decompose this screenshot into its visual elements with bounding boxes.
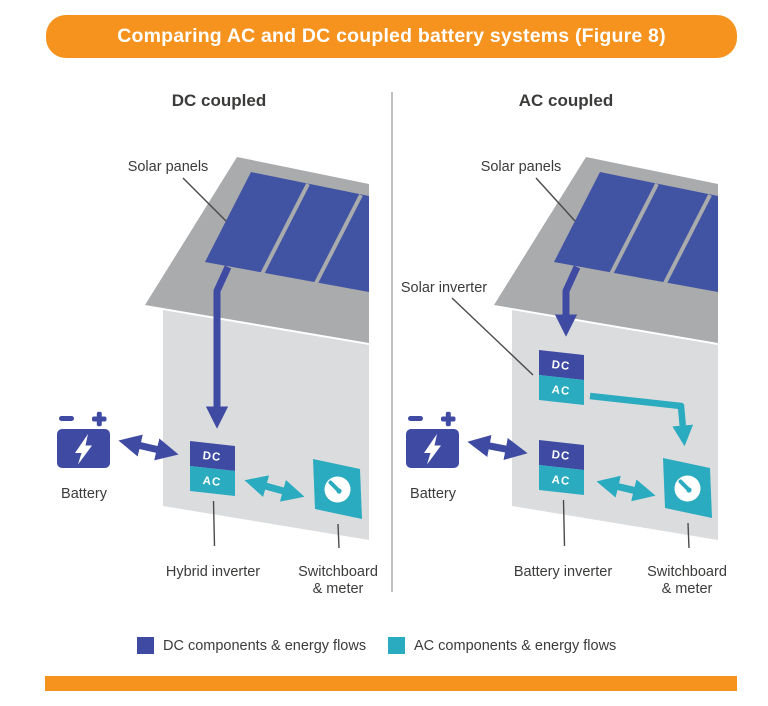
right-switchboard-label-line1: Switchboard	[647, 564, 727, 580]
bottom-accent-bar	[45, 676, 737, 691]
hybrid-inverter-dc-text: DC	[202, 450, 222, 464]
right-switchboard-callout-line	[687, 522, 690, 549]
left-switchboard-icon	[311, 457, 364, 521]
hybrid-inverter-dc-section	[190, 441, 235, 471]
ac-flow-battery-inverter-switchboard-arrow	[596, 475, 656, 502]
left-solar-panels-pointer-line	[182, 177, 227, 222]
right-battery-label: Battery	[410, 486, 457, 502]
battery-inverter-callout-line	[562, 499, 566, 547]
solar-inverter-dc-section	[539, 350, 584, 380]
solar-inverter-pointer-line	[451, 297, 534, 376]
legend-item-dc: DC components & energy flows	[137, 637, 366, 654]
solar-inverter-ac-section	[539, 375, 584, 405]
right-switchboard-icon	[661, 456, 714, 520]
dc-flow-panels-to-inverter-arrow	[205, 265, 232, 429]
right-panel-heading: AC coupled	[519, 91, 613, 110]
left-switchboard-label-line1: Switchboard	[298, 564, 378, 580]
left-switchboard-label-line2: & meter	[313, 581, 364, 597]
hybrid-inverter-ac-section	[190, 466, 235, 496]
right-switchboard-label-line2: & meter	[662, 581, 713, 597]
figure-title: Comparing AC and DC coupled battery syst…	[117, 25, 666, 47]
legend-dc-label: DC components & energy flows	[163, 637, 367, 654]
right-solar-panels-pointer-line	[535, 177, 576, 222]
battery-inverter-ac-section	[539, 465, 584, 495]
dc-color-swatch-icon	[137, 637, 154, 654]
ac-flow-inverter-switchboard-arrow	[244, 475, 305, 502]
dc-flow-battery-inverter-arrow	[118, 434, 179, 461]
battery-inverter-ac-text: AC	[551, 474, 571, 488]
battery-inverter-label: Battery inverter	[514, 564, 612, 580]
left-inverter-callout-line	[212, 500, 216, 547]
legend-item-ac: AC components & energy flows	[388, 637, 616, 654]
left-panel-heading: DC coupled	[172, 91, 266, 110]
right-battery-icon	[406, 411, 459, 468]
solar-inverter-icon: DC AC	[539, 350, 584, 405]
comparison-diagram: DC coupled AC coupled Solar panels Batte…	[57, 91, 727, 597]
left-battery-icon	[57, 411, 110, 468]
dc-flow-panels-to-solar-inverter-arrow	[554, 265, 581, 337]
solar-inverter-ac-text: AC	[551, 384, 571, 398]
ac-flow-solar-inverter-to-switchboard-arrow	[589, 392, 694, 447]
left-battery-label: Battery	[61, 486, 108, 502]
solar-inverter-label: Solar inverter	[401, 280, 487, 296]
hybrid-inverter-label: Hybrid inverter	[166, 564, 260, 580]
ac-color-swatch-icon	[388, 637, 405, 654]
battery-inverter-icon: DC AC	[539, 440, 584, 495]
legend-ac-label: AC components & energy flows	[414, 637, 617, 654]
ac-coupled-panel: Solar panels Solar inverter DC AC Batter…	[401, 155, 727, 597]
dc-coupled-panel: Solar panels Battery DC AC Hybrid invert…	[57, 155, 378, 597]
battery-inverter-dc-text: DC	[551, 449, 571, 463]
hybrid-inverter-ac-text: AC	[202, 475, 222, 489]
right-solar-panels-label: Solar panels	[481, 159, 562, 175]
hybrid-inverter-icon: DC AC	[190, 441, 235, 496]
solar-inverter-dc-text: DC	[551, 359, 571, 373]
legend: DC components & energy flows AC componen…	[0, 637, 768, 661]
left-solar-panels-label: Solar panels	[128, 159, 209, 175]
battery-inverter-dc-section	[539, 440, 584, 470]
dc-flow-battery-battery-inverter-arrow	[467, 434, 528, 461]
title-banner: Comparing AC and DC coupled battery syst…	[46, 15, 737, 58]
left-switchboard-callout-line	[337, 523, 340, 549]
